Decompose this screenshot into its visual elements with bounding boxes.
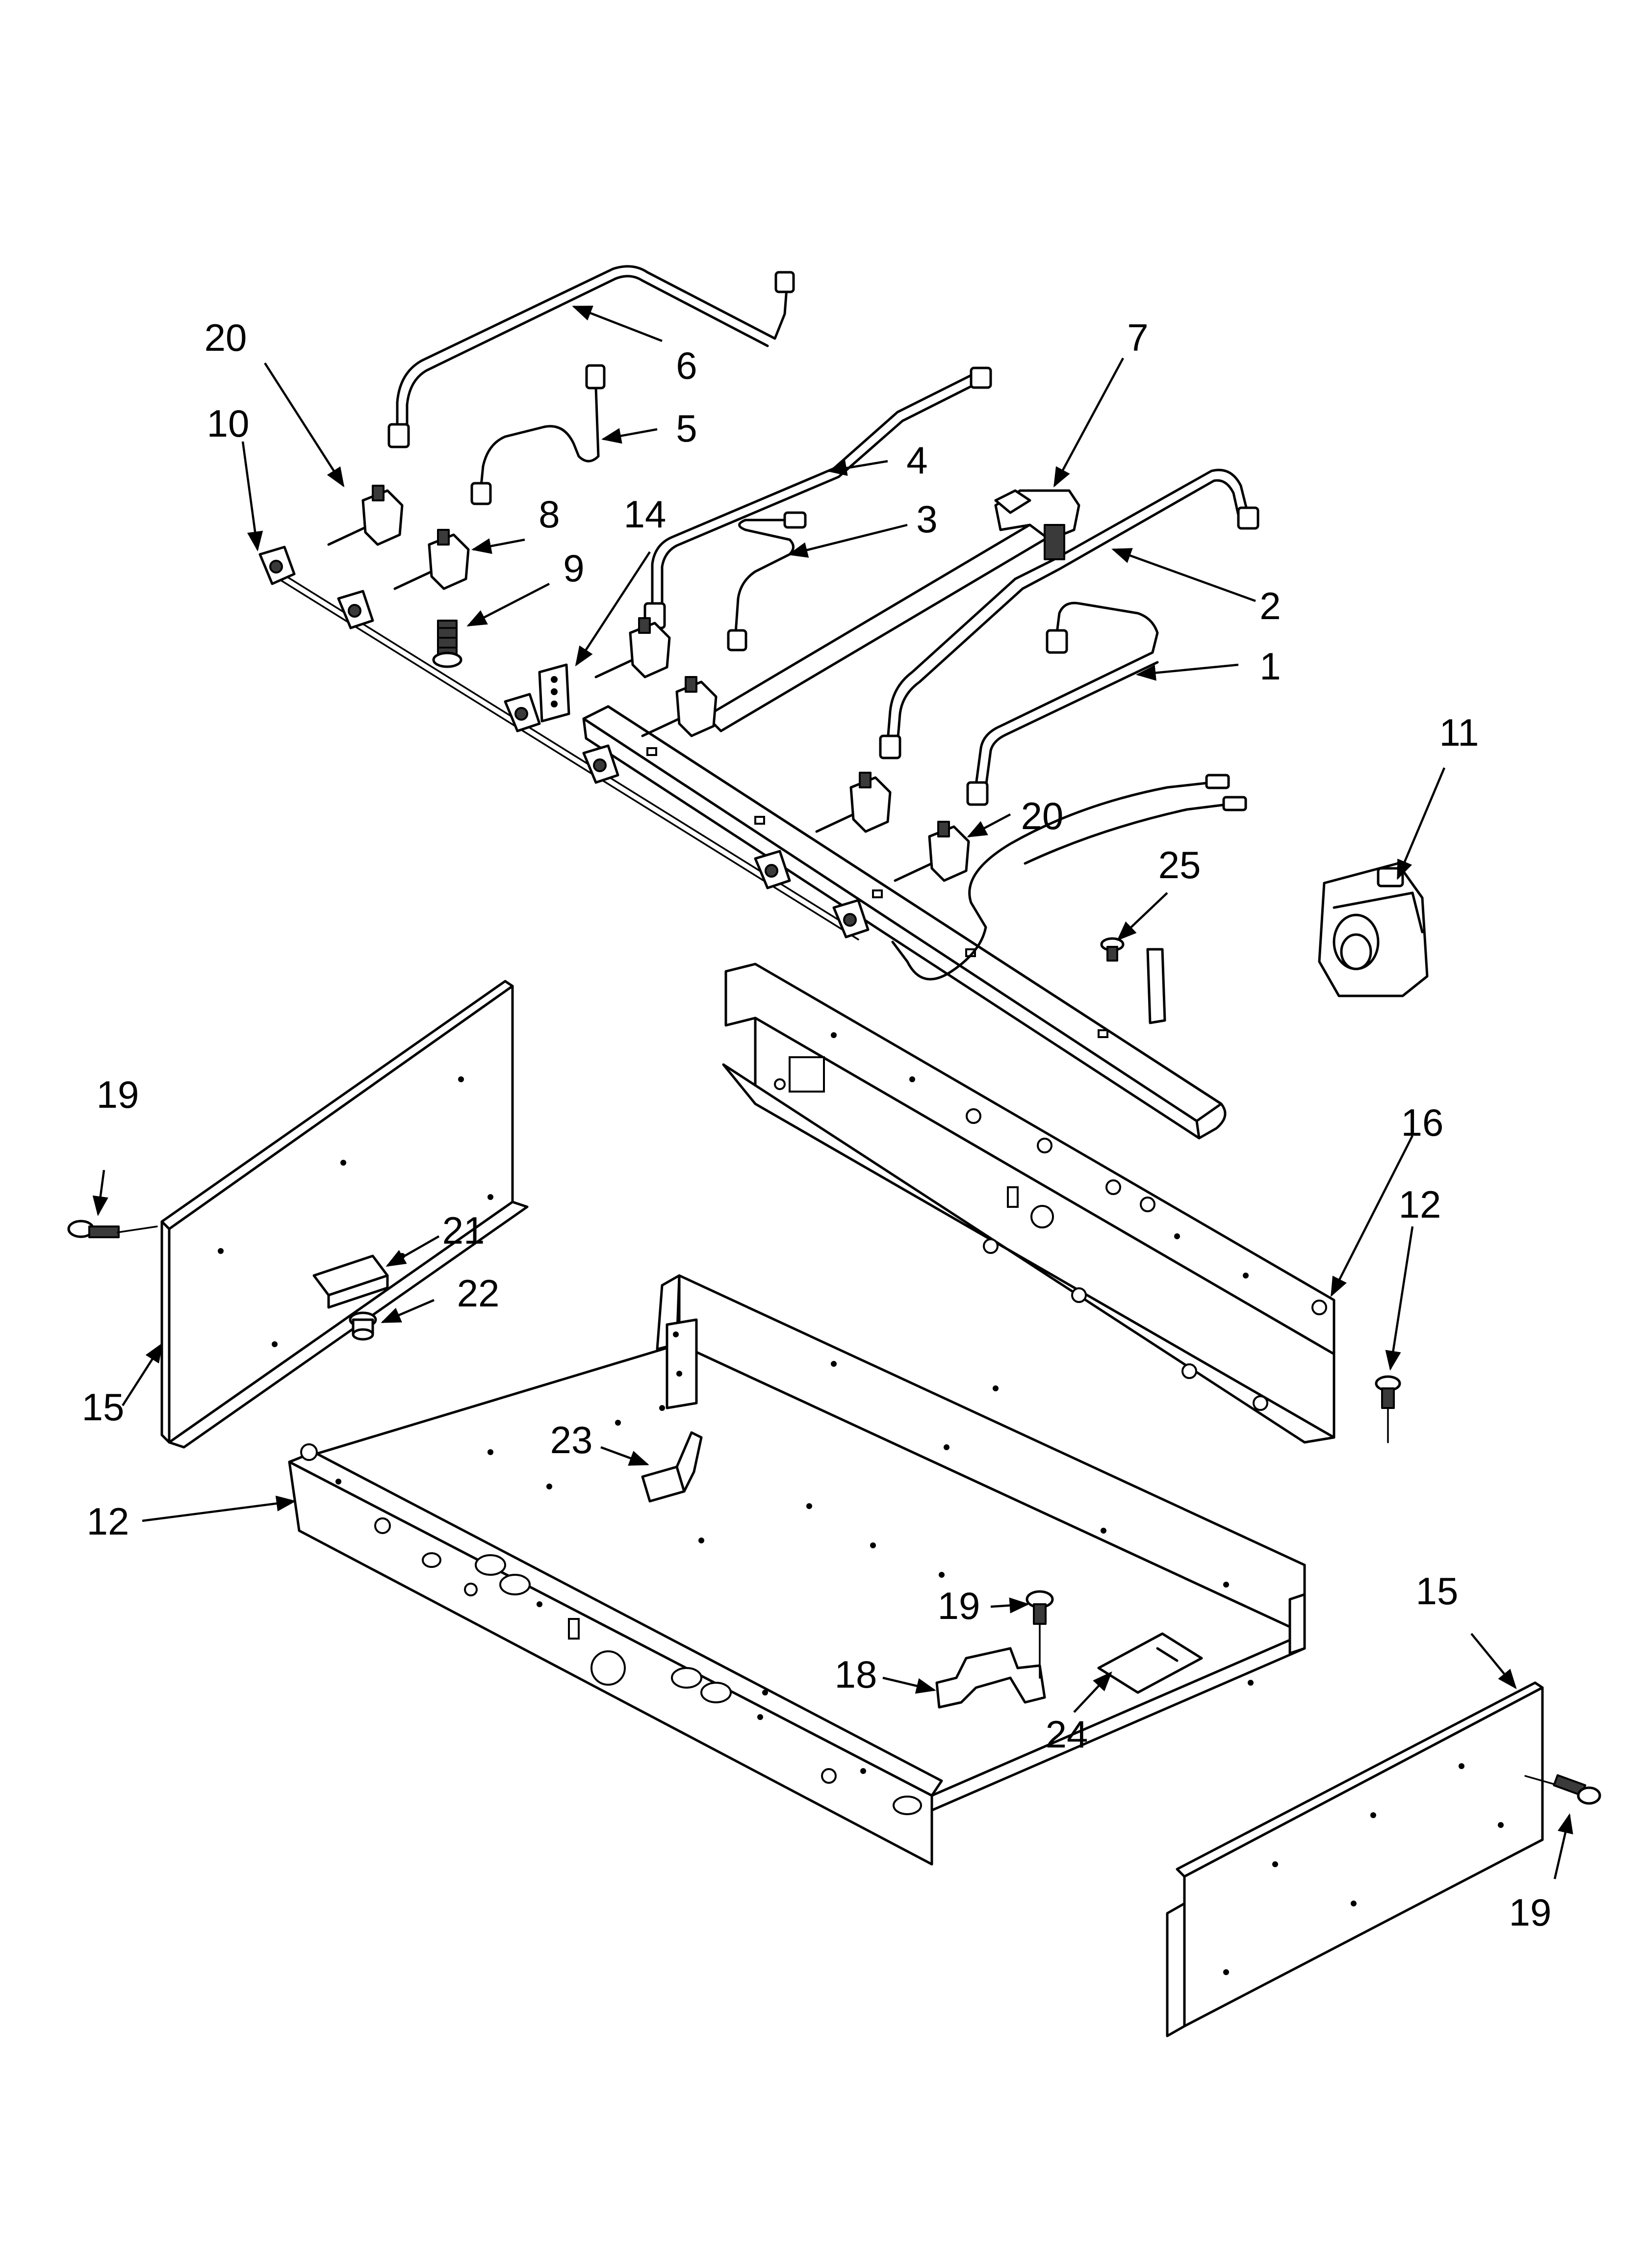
callout-6: 6 [676,344,697,387]
callout-22: 22 [457,1272,500,1315]
burner-valve-center [594,617,671,678]
gas-tube-6 [387,265,795,448]
screw-19-right [1524,1774,1601,1805]
bracket-21 [312,1254,389,1309]
callout-10: 10 [207,402,250,445]
burner-valve-20-bottom [894,821,970,882]
callout-4: 4 [906,439,927,482]
callout-19-center: 19 [938,1584,980,1627]
gas-tube-3 [727,511,807,652]
rear-panel-16 [722,963,1335,1444]
bracket-18 [935,1647,1046,1709]
pressure-regulator-11 [1318,862,1429,997]
screw-19-left [67,1220,158,1238]
grommet-22 [349,1311,377,1341]
screw-25 [1100,937,1125,962]
callout-3: 3 [916,497,937,541]
callout-19-left: 19 [97,1073,139,1116]
burner-valve-rear [641,676,718,737]
gas-tube-5 [470,364,606,505]
plate-24 [1097,1632,1203,1694]
callout-16: 16 [1401,1101,1444,1144]
base-pan-12 [288,1274,1306,1866]
ignition-switch-harness-10 [258,546,870,940]
callout-14: 14 [624,493,667,536]
ignition-switch [337,590,374,629]
callout-24: 24 [1046,1713,1088,1756]
floor-bracket [666,1318,698,1409]
callout-11: 11 [1439,711,1479,754]
callout-19-right: 19 [1509,1891,1552,1934]
callout-8: 8 [539,493,560,536]
wire-harness [891,774,1247,981]
ignition-switch [504,693,541,732]
side-panel-15-right [1166,1681,1544,2037]
orifice-hood-tube-7 [705,489,1080,732]
bracket-23 [641,1431,703,1503]
callout-12-left: 12 [87,1500,129,1543]
callout-21: 21 [442,1209,485,1252]
callout-15-left: 15 [82,1385,125,1429]
callout-arrows [92,305,1573,1879]
ignition-switch [258,546,296,585]
ignition-switch [832,899,870,938]
burner-valve-front [815,772,892,833]
callout-18: 18 [835,1653,877,1696]
callout-labels: 6 5 4 3 2 1 7 20 10 8 9 14 20 25 11 16 1… [82,316,1552,1934]
callout-7: 7 [1127,316,1148,359]
mounting-tab [1146,948,1166,1024]
callout-20-top: 20 [205,316,247,359]
callout-20-bottom: 20 [1021,794,1064,837]
ignition-switch [582,744,619,784]
manifold-rail [582,705,1227,1140]
label-plate-14 [538,663,570,723]
callout-1: 1 [1259,645,1281,688]
screw-19-center [1026,1590,1054,1679]
valve-spring-9 [432,620,462,668]
burner-valve-20-top [327,485,404,546]
callout-15-right: 15 [1416,1569,1459,1613]
callout-23: 23 [550,1418,593,1461]
burner-valve-8 [393,529,470,590]
callout-5: 5 [676,407,697,450]
gas-tube-1 [966,601,1159,806]
callout-12-right: 12 [1399,1183,1441,1226]
screw-12-right [1375,1375,1401,1443]
callout-25: 25 [1158,843,1201,886]
gas-tube-2 [879,469,1259,759]
side-panel-15-left [160,980,529,1449]
callout-9: 9 [563,547,584,590]
callout-2: 2 [1259,584,1281,627]
ignition-switch [754,850,791,889]
